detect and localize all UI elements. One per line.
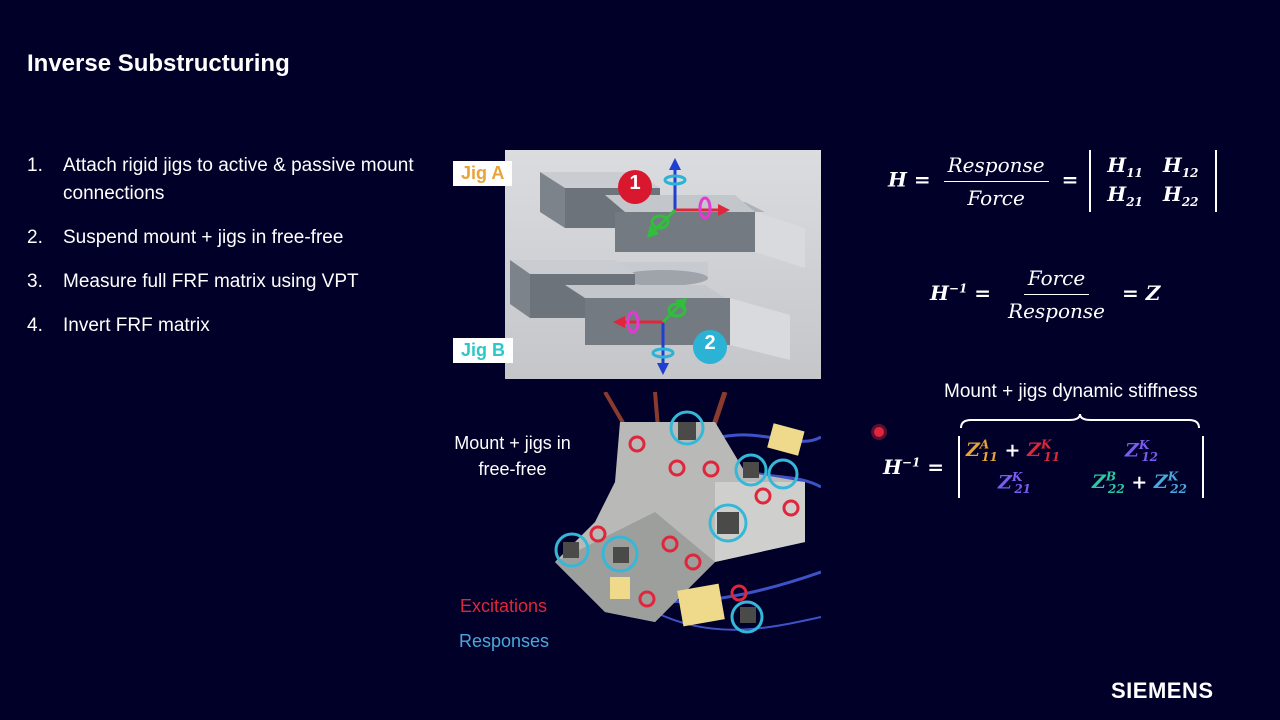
- list-item: 3. Measure full FRF matrix using VPT: [27, 268, 427, 296]
- jig-cad-illustration: [510, 158, 805, 375]
- matrix-cell-21: ZK21: [998, 470, 1032, 497]
- mount-photo-illustration: [554, 390, 822, 634]
- brace-icon: [960, 413, 1200, 429]
- point-1-marker: [618, 170, 652, 204]
- eq1-lhs: H: [888, 167, 907, 192]
- eq1-matrix: H11 H12 H21 H22: [1089, 150, 1217, 212]
- point-2-label: 2: [704, 332, 716, 354]
- stiffness-matrix: ZA11 + ZK11 ZK12 ZK21 ZB22 + ZK22: [958, 436, 1204, 498]
- step-number: 4.: [27, 315, 43, 336]
- step-number: 1.: [27, 155, 43, 176]
- point-1-label: 1: [629, 172, 641, 194]
- steps-list: 1. Attach rigid jigs to active & passive…: [27, 152, 427, 356]
- eq3-lhs: H−1 =: [883, 455, 945, 479]
- eq2-numerator: Force: [1023, 266, 1090, 295]
- legend-responses: Responses: [459, 631, 550, 651]
- matrix-cell-22: ZB22 + ZK22: [1092, 470, 1187, 497]
- step-number: 3.: [27, 271, 43, 292]
- list-item: 4. Invert FRF matrix: [27, 312, 427, 340]
- stiffness-label: Mount + jigs dynamic stiffness: [944, 381, 1198, 402]
- step-text: Invert FRF matrix: [63, 315, 210, 336]
- slide-title: Inverse Substructuring: [27, 50, 290, 77]
- jig-b-label: Jig B: [453, 338, 514, 363]
- pointer-dot: [874, 427, 884, 437]
- photo-caption: Mount + jigs in free-free: [454, 433, 571, 479]
- mount-photo: [515, 390, 822, 654]
- jig-a-label: Jig A: [453, 161, 513, 186]
- eq1-denominator: Force: [967, 185, 1025, 210]
- equation-inverse: H−1 = Force Response = Z: [930, 266, 1161, 323]
- point-2-marker: [693, 330, 727, 364]
- siemens-logo: SIEMENS: [1111, 678, 1214, 703]
- step-text: Suspend mount + jigs in free-free: [63, 227, 344, 248]
- jig-cad-figure: 1 2: [505, 150, 821, 379]
- list-item: 2. Suspend mount + jigs in free-free: [27, 224, 427, 252]
- eq1-numerator: Response: [943, 153, 1049, 182]
- eq1-fraction: Response Force: [943, 153, 1049, 210]
- eq2-rhs: Z: [1145, 281, 1161, 305]
- step-text: Attach rigid jigs to active & passive mo…: [63, 155, 414, 204]
- eq2-fraction: Force Response: [1004, 266, 1109, 323]
- eq2-denominator: Response: [1008, 299, 1105, 323]
- step-text: Measure full FRF matrix using VPT: [63, 271, 359, 292]
- equation-frf: H = Response Force = H11 H12 H21 H22: [888, 150, 1217, 212]
- matrix-cell-11: ZA11 + ZK11: [966, 438, 1061, 465]
- list-item: 1. Attach rigid jigs to active & passive…: [27, 152, 427, 208]
- legend-excitations: Excitations: [460, 596, 548, 616]
- matrix-cell-12: ZK12: [1125, 438, 1159, 465]
- step-number: 2.: [27, 227, 43, 248]
